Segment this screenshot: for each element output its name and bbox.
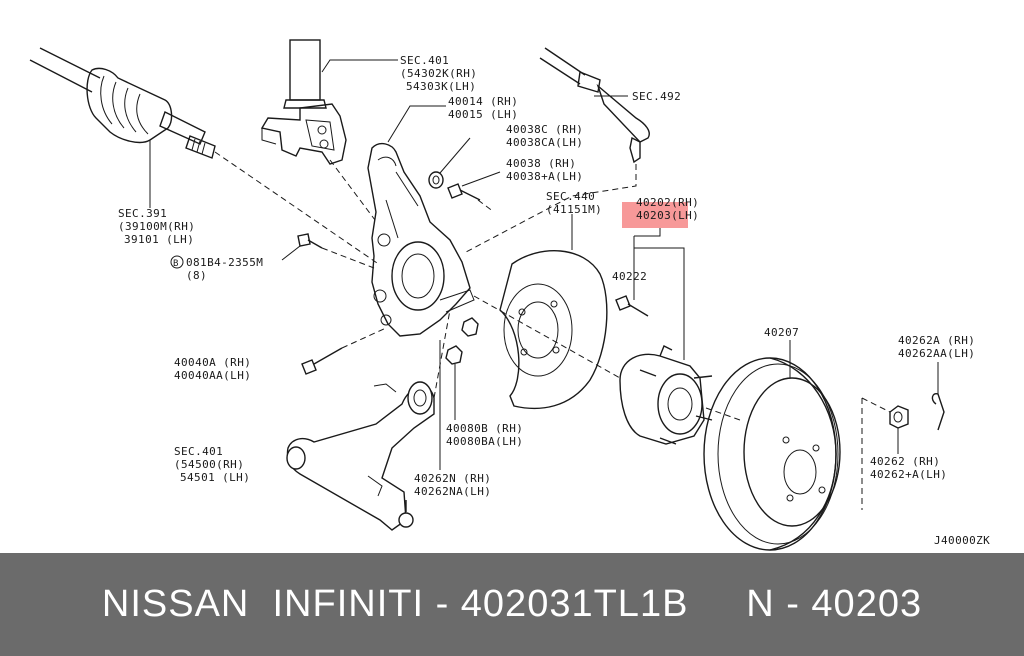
label-40038[interactable]: 40038 (RH) — [506, 157, 576, 170]
bolt-40038[interactable] — [447, 183, 481, 201]
bolt-40040a[interactable] — [301, 347, 343, 375]
label-39100m[interactable]: (39100M(RH) — [118, 220, 195, 233]
nut-40080b[interactable] — [445, 345, 463, 365]
bolt-code-callout[interactable]: B 081B4-2355M (8) — [170, 255, 263, 282]
steering-knuckle[interactable] — [367, 142, 475, 337]
strut-assembly[interactable] — [260, 39, 347, 165]
label-40222[interactable]: 40222 — [612, 270, 647, 283]
label-bolt-qty: (8) — [186, 269, 207, 282]
label-40262[interactable]: 40262 (RH) — [870, 455, 940, 468]
label-40040aa[interactable]: 40040AA(LH) — [174, 369, 251, 382]
dust-shield[interactable] — [499, 250, 608, 410]
bolt-40222[interactable] — [615, 295, 649, 317]
label-081b4: 081B4-2355M — [186, 256, 263, 269]
label-bolt-prefix: B — [173, 259, 179, 269]
label-40080ba[interactable]: 40080BA(LH) — [446, 435, 523, 448]
label-40262a[interactable]: 40262A (RH) — [898, 334, 975, 347]
hub-assembly[interactable] — [619, 345, 713, 445]
label-40038a[interactable]: 40038+A(LH) — [506, 170, 583, 183]
label-54302k[interactable]: (54302K(RH) — [400, 67, 477, 80]
label-sec401-top[interactable]: SEC.401 — [400, 54, 449, 67]
label-40038ca[interactable]: 40038CA(LH) — [506, 136, 583, 149]
part-number-text: NISSAN INFINITI - 402031TL1B N - 40203 — [101, 583, 923, 625]
label-54501[interactable]: 54501 (LH) — [180, 471, 250, 484]
label-sec492[interactable]: SEC.492 — [632, 90, 681, 103]
label-40203[interactable]: 40203(LH) — [636, 209, 699, 222]
selected-part-highlight — [622, 202, 688, 228]
label-54500[interactable]: (54500(RH) — [174, 458, 244, 471]
nut-40262[interactable] — [889, 405, 909, 429]
label-40262n[interactable]: 40262N (RH) — [414, 472, 491, 485]
nut-40038c[interactable] — [428, 171, 444, 189]
tie-rod-end[interactable] — [539, 47, 650, 164]
parts-diagram: SEC.401 (54302K(RH) 54303K(LH) 40014 (RH… — [29, 39, 990, 551]
label-40262aa[interactable]: 40262AA(LH) — [898, 347, 975, 360]
label-39101[interactable]: 39101 (LH) — [124, 233, 194, 246]
bolt-081b4[interactable] — [297, 233, 323, 249]
label-40015[interactable]: 40015 (LH) — [448, 108, 518, 121]
label-40202[interactable]: 40202(RH) — [636, 196, 699, 209]
label-40038c[interactable]: 40038C (RH) — [506, 123, 583, 136]
part-number-banner: NISSAN INFINITI - 402031TL1B N - 40203 — [0, 553, 1024, 656]
lower-control-arm[interactable] — [286, 381, 435, 531]
label-41151m[interactable]: (41151M) — [546, 203, 602, 216]
label-sec391[interactable]: SEC.391 — [118, 207, 167, 220]
label-54303k[interactable]: 54303K(LH) — [406, 80, 476, 93]
nut-40262n[interactable] — [461, 317, 479, 337]
cotter-pin-40262a[interactable] — [931, 392, 945, 431]
diagram-code: J40000ZK — [934, 534, 990, 547]
label-40262a-plus[interactable]: 40262+A(LH) — [870, 468, 947, 481]
drive-shaft[interactable] — [29, 47, 216, 159]
exploded-view-drawing: SEC.401 (54302K(RH) 54303K(LH) 40014 (RH… — [29, 39, 990, 551]
label-sec401-bottom[interactable]: SEC.401 — [174, 445, 223, 458]
label-40080b[interactable]: 40080B (RH) — [446, 422, 523, 435]
label-40040a[interactable]: 40040A (RH) — [174, 356, 251, 369]
label-40207[interactable]: 40207 — [764, 326, 799, 339]
brake-rotor[interactable] — [703, 357, 841, 551]
label-40014[interactable]: 40014 (RH) — [448, 95, 518, 108]
label-sec440[interactable]: SEC.440 — [546, 190, 595, 203]
label-40262na[interactable]: 40262NA(LH) — [414, 485, 491, 498]
